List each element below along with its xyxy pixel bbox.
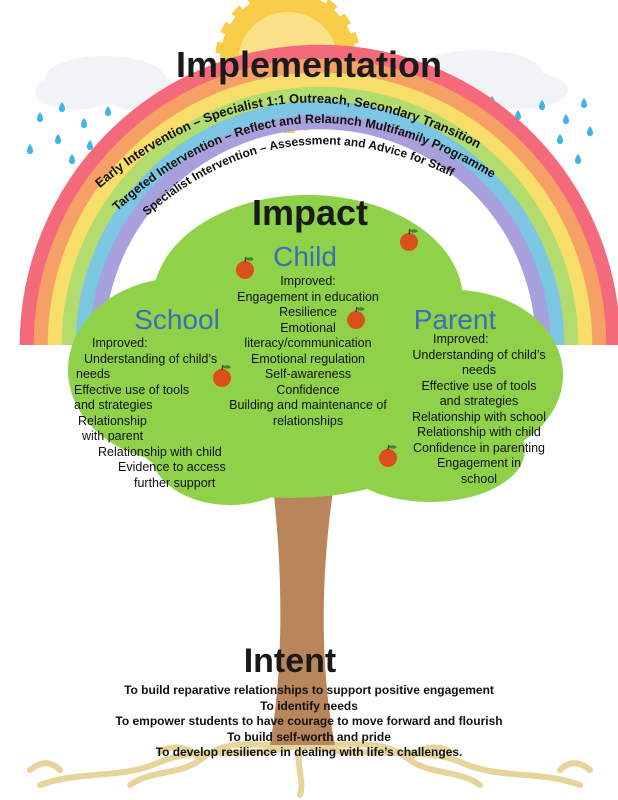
rainbow-band [61,86,579,346]
tree-canopy [68,195,563,505]
apple-stem [408,228,411,235]
impact-heading: Impact [240,192,380,234]
apple-leaf [246,257,254,261]
apple-leaf [389,445,397,449]
parent-line: Understanding of child’s [412,347,546,362]
apples [213,228,418,467]
implementation-heading: Implementation [170,44,448,86]
school-outcomes: Improved: Understanding of child’s needs… [72,336,242,491]
rain-drop [557,134,563,144]
rain-drop [55,134,61,144]
apple [236,261,254,279]
child-line: relationships [272,413,344,428]
apple-stem [387,444,390,451]
apple-leaf [357,307,365,311]
rainbow-band [33,58,607,346]
child-heading: Child [273,241,337,272]
parent-line: Engagement in [436,456,522,470]
parent-line: needs [461,363,497,377]
intent-item: To empower students to have courage to m… [115,714,503,728]
child-line: Resilience [279,305,337,319]
rain-drop [87,140,93,150]
apple-stem [244,256,247,263]
trunk [270,478,335,745]
child-line: Improved: [280,274,336,288]
apple [400,233,418,251]
school-line: with parent [82,429,144,443]
impact-title: Impact [251,192,369,233]
child-line: Building and maintenance of [229,398,387,412]
parent-line: Relationship with child [417,425,541,439]
child-line: Emotional [280,320,336,335]
rainbow-band [47,72,593,346]
school-line: Improved: [92,336,148,350]
intent-item: To build reparative relationships to sup… [124,683,494,697]
school-line: Evidence to access [118,460,226,474]
rainbow [19,44,618,346]
rainbow-band [19,44,618,346]
apple-leaf [410,229,418,233]
school-line: Relationship [78,413,147,428]
rain-drop [575,154,581,164]
apple [379,449,397,467]
school-line: Effective use of tools [74,382,190,397]
intent-heading: Intent [220,642,360,681]
child-line: Engagement in education [237,289,379,304]
rain-drop [27,144,33,154]
rain-drop [81,118,87,128]
intent-item: To build self-worth and pride [227,729,391,744]
parent-line: Confidence in parenting [412,440,546,455]
school-line: Understanding of child’s [84,351,218,366]
intent-item: To identify needs [260,698,358,713]
parent-line: Improved: [433,332,489,346]
rainbow-band [89,114,551,346]
parent-line: school [460,471,498,486]
intent-item: To develop resilience in dealing with li… [155,745,463,759]
parent-heading: Parent [413,304,497,335]
parent-outcomes: Improved: Understanding of child’s needs… [399,332,559,487]
school-line: and strategies [74,398,153,412]
apple [213,369,231,387]
apple-leaf [223,365,231,369]
rain-drop [69,154,75,164]
child-line: literacy/communication [244,336,372,350]
child-line: Confidence [276,382,340,397]
child-line: Self-awareness [264,367,352,381]
school-line: Relationship with child [98,444,222,459]
rain-drop [37,112,43,122]
school-heading: School [134,304,220,335]
rain-drop [587,126,593,136]
intent-list: To build reparative relationships to sup… [40,683,578,761]
parent-line: and strategies [439,394,519,408]
rain-drop [515,110,521,120]
apple [347,311,365,329]
implementation-title: Implementation [175,44,443,85]
child-outcomes: Improved: Engagement in education Resili… [208,274,408,429]
rain-drop [539,100,545,110]
rain-drop [105,106,111,116]
rain-drop [59,102,65,112]
parent-line: Relationship with school [411,409,547,424]
child-line: Emotional regulation [251,351,365,366]
school-line: further support [134,475,216,490]
rainbow-band [75,100,565,346]
intent-title: Intent [243,642,337,680]
school-line: needs [76,367,111,381]
rain-drop [581,98,587,108]
rain-drop [563,114,569,124]
parent-line: Effective use of tools [421,378,537,393]
tree-roots [27,741,593,798]
apple-stem [221,364,224,371]
apple-stem [355,306,358,313]
